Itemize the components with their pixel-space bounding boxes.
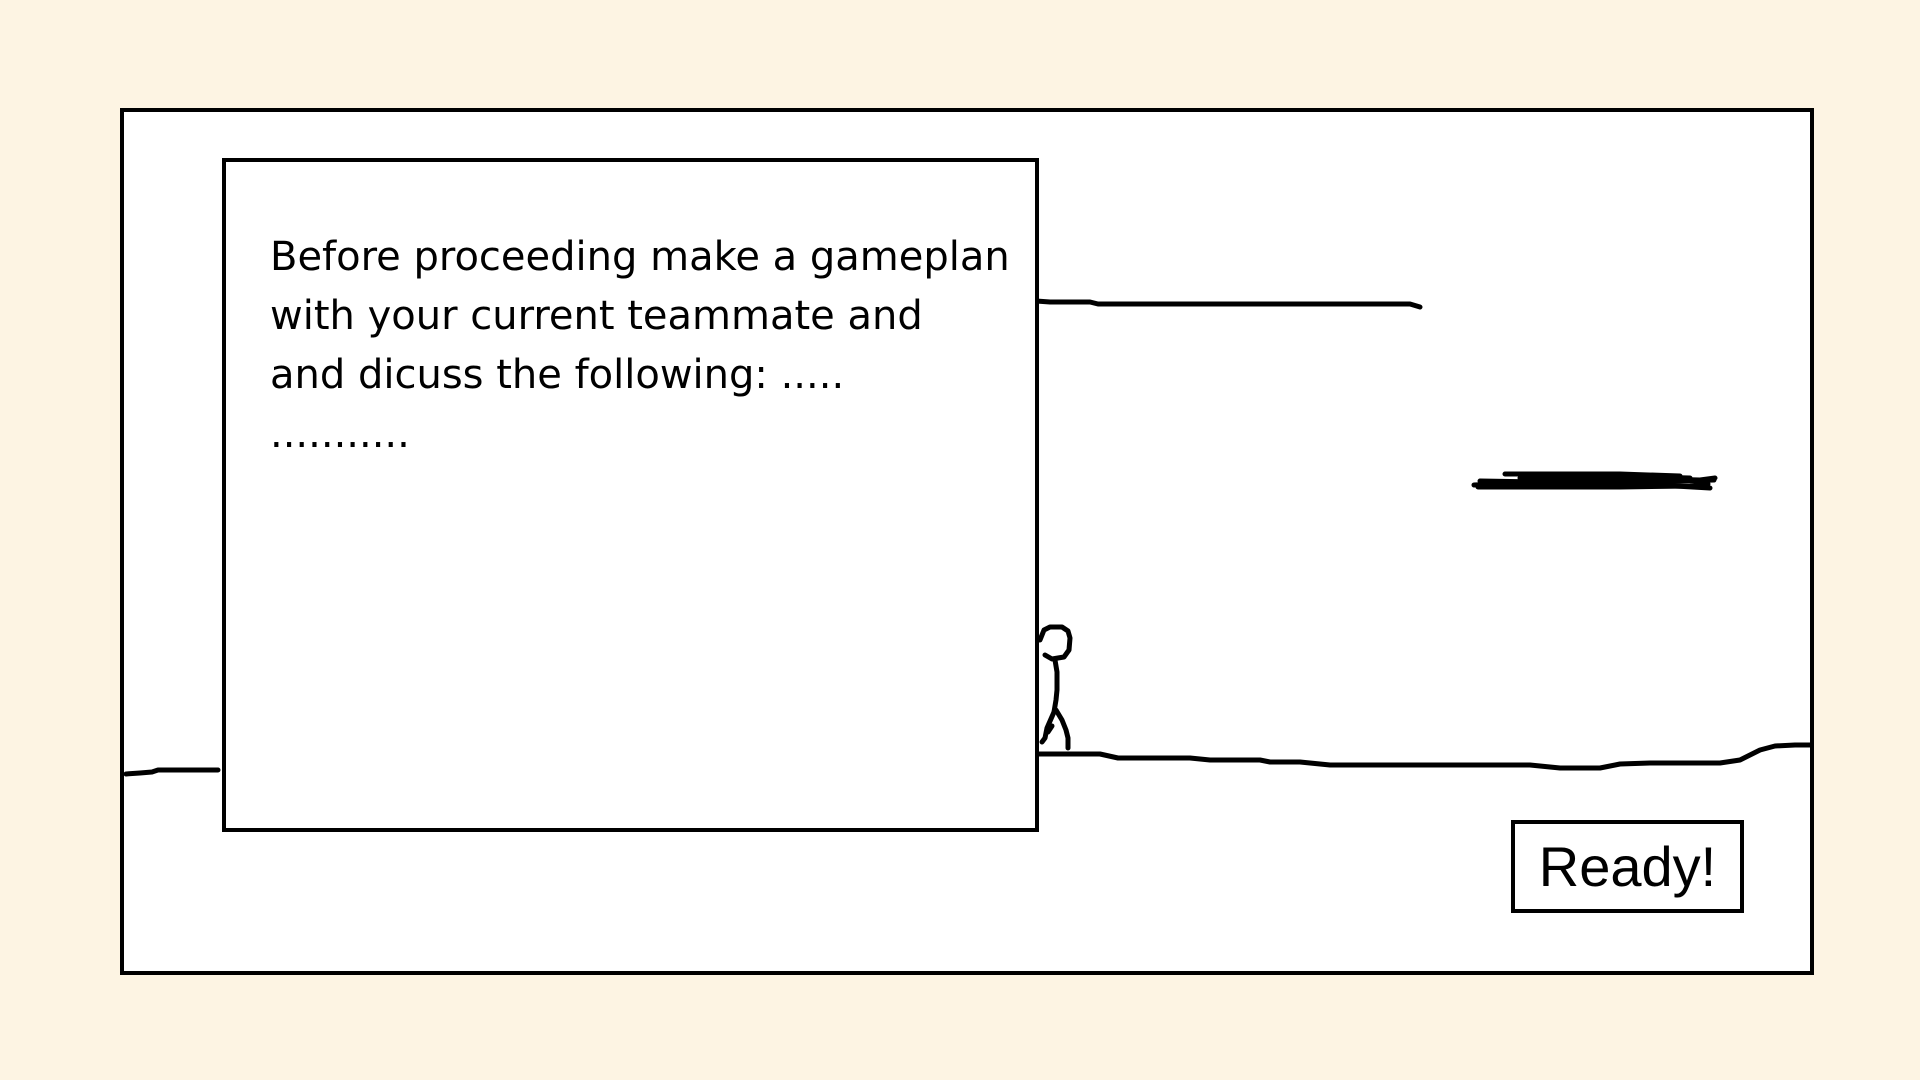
ready-button[interactable]: Ready! (1511, 820, 1744, 913)
gameplan-dialog: Before proceeding make a gameplan with y… (222, 158, 1039, 832)
ground-left (123, 767, 221, 777)
player-character (1037, 624, 1073, 751)
upper-platform (1033, 298, 1423, 310)
ground-right (1035, 742, 1813, 771)
floating-platform (1471, 471, 1718, 491)
gameplan-message: Before proceeding make a gameplan with y… (270, 234, 1010, 457)
